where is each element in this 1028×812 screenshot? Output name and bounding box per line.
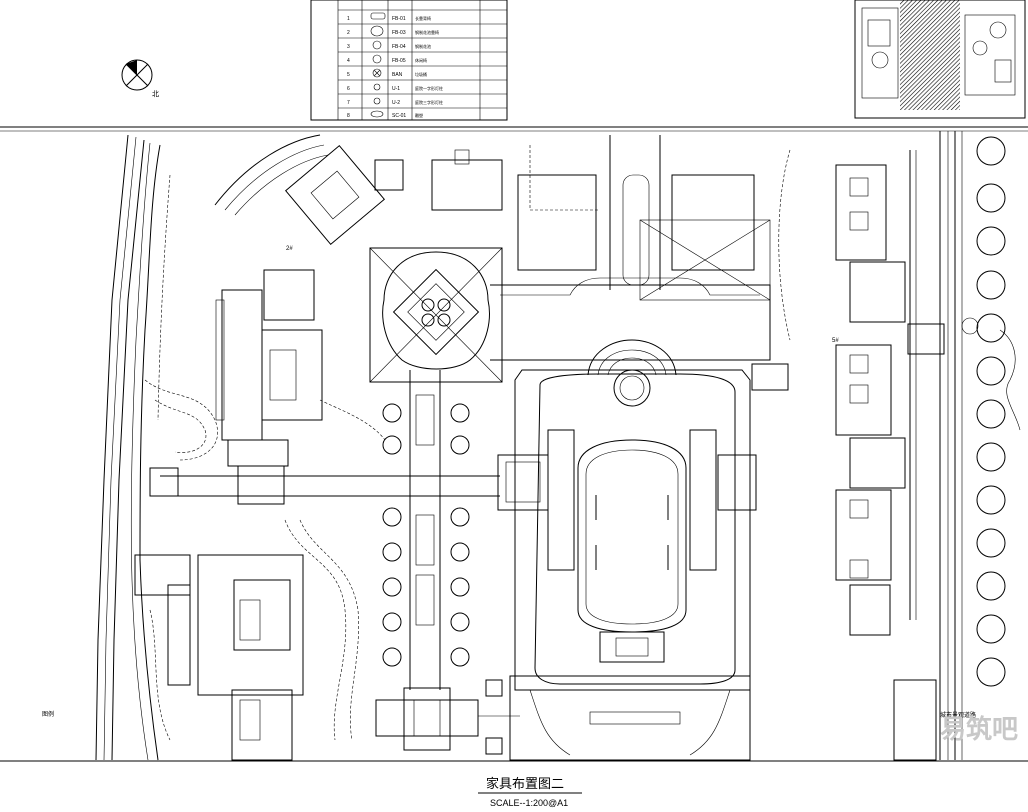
axis-pavilion [237, 465, 285, 505]
planter-bench-symbol-icon [370, 25, 384, 37]
building-label-2: 2# [286, 246, 293, 252]
north-arrow-icon [121, 59, 153, 91]
south-gate [375, 679, 520, 755]
central-promenade [409, 370, 441, 690]
bench-symbol-icon [370, 12, 386, 20]
planter-symbol-icon [372, 40, 382, 50]
building-label-5: 5# [832, 338, 839, 344]
tree-row-left [382, 403, 402, 667]
lamp-triple-symbol-icon [373, 97, 381, 105]
water-garden [497, 339, 757, 761]
legend-code-2: FB-03 [392, 30, 406, 36]
legend-no-8: 8 [347, 113, 350, 119]
legend-no-2: 2 [347, 30, 350, 36]
north-courts [490, 135, 791, 361]
legend-code-6: U-1 [392, 86, 400, 92]
legend-name-5: 垃圾桶 [415, 71, 427, 77]
trash-bin-symbol-icon [372, 68, 382, 78]
left-edge-label: 图例 [42, 710, 54, 718]
boundary-curve-left [139, 144, 161, 761]
legend-no-5: 5 [347, 72, 350, 78]
semicircle-terrace [587, 339, 677, 376]
legend-name-2: 钢制花池靠椅 [415, 29, 439, 35]
legend-code-3: FB-04 [392, 44, 406, 50]
building-cluster-east [751, 150, 945, 761]
chair-symbol-icon [372, 54, 382, 64]
street-label: 城市景观道路 [940, 711, 976, 719]
legend-code-7: U-2 [392, 100, 400, 106]
key-plan-thumbnail [854, 0, 1026, 119]
reflecting-pool [577, 439, 687, 633]
lamp-single-symbol-icon [373, 83, 381, 91]
lawn-contours [144, 379, 386, 741]
legend-no-6: 6 [347, 86, 350, 92]
watermark-text: 易筑吧 [940, 714, 1018, 745]
building-cluster-southwest [134, 554, 304, 761]
legend-name-1: 长靠背椅 [415, 15, 431, 21]
building-cluster-northwest [215, 144, 503, 467]
legend-table [310, 0, 508, 121]
legend-name-8: 雕塑 [415, 112, 423, 118]
legend-name-6: 庭院一字形灯柱 [415, 85, 443, 91]
drawing-scale: SCALE--1:200@A1 [490, 798, 568, 808]
north-label: 北 [152, 90, 159, 98]
legend-name-7: 庭院三字形灯柱 [415, 99, 443, 105]
curved-stairs [214, 134, 329, 216]
sculpture-symbol-icon [370, 110, 384, 118]
boundary-wall-left [111, 139, 145, 761]
legend-code-4: FB-05 [392, 58, 406, 64]
legend-no-1: 1 [347, 16, 350, 22]
tree-row-right [450, 403, 470, 667]
legend-no-7: 7 [347, 100, 350, 106]
legend-code-5: BAN [392, 72, 403, 78]
legend-name-3: 钢制花池 [415, 43, 431, 49]
legend-no-3: 3 [347, 44, 350, 50]
drawing-title: 家具布置图二 [486, 776, 564, 792]
street-east [939, 131, 1021, 760]
site-boundary-left [95, 134, 129, 761]
legend-name-4: 休闲椅 [415, 57, 427, 63]
legend-code-8: SC-01 [392, 113, 406, 119]
axis-gate-left [149, 467, 179, 497]
circular-plaza [369, 247, 503, 383]
legend-code-1: FB-01 [392, 16, 406, 22]
legend-no-4: 4 [347, 58, 350, 64]
